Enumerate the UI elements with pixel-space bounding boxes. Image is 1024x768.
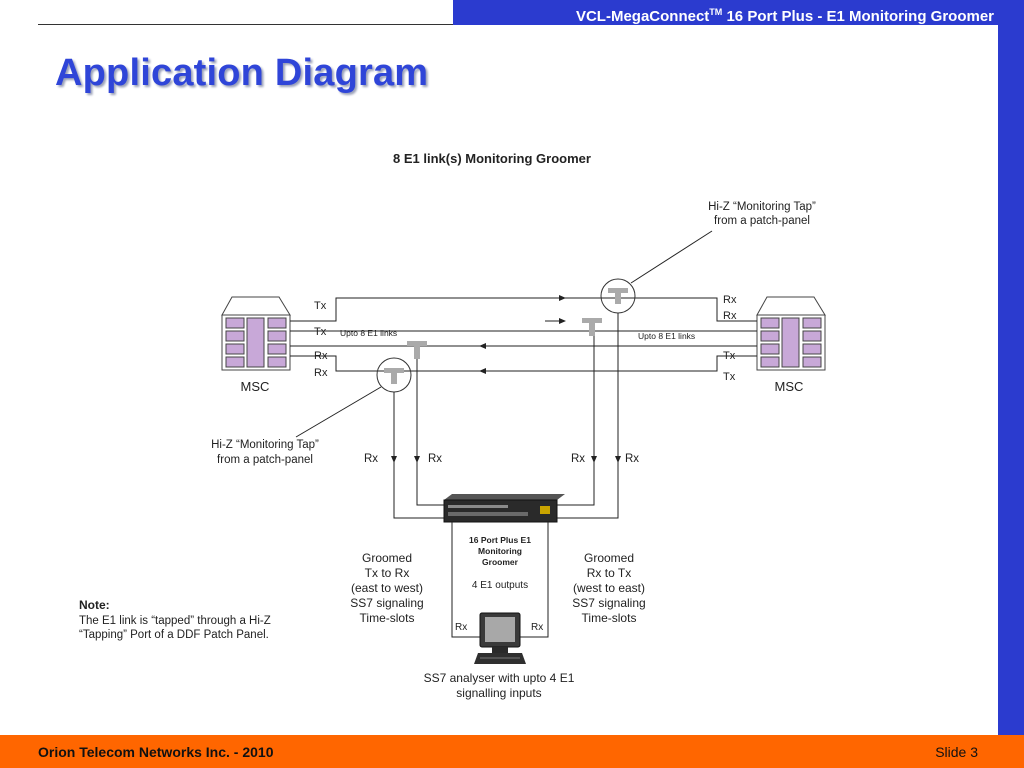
drop-arrows: [391, 450, 621, 463]
left-port-3-label: Rx: [314, 350, 328, 362]
slide-number: Slide 3: [935, 744, 978, 760]
groomer-label-line2: Monitoring: [478, 546, 522, 556]
groomed-left-line5: Time-slots: [360, 611, 415, 625]
footer-bar: Orion Telecom Networks Inc. - 2010 Slide…: [0, 735, 1024, 768]
note-title: Note:: [79, 598, 110, 612]
groomed-right-line5: Time-slots: [582, 611, 637, 625]
groomer-label-line1: 16 Port Plus E1: [469, 535, 531, 545]
groomed-right-line2: Rx to Tx: [587, 566, 631, 580]
page-title: Application Diagram: [55, 52, 429, 94]
left-port-1-label: Tx: [314, 300, 327, 312]
msc-left-icon: [221, 296, 291, 371]
header-bar: VCL-MegaConnectTM 16 Port Plus - E1 Moni…: [453, 0, 998, 25]
tap-label-right-line2: from a patch-panel: [714, 215, 810, 227]
header-rule: [38, 24, 453, 25]
analyser-monitor-icon: [474, 612, 526, 664]
output-lines: [451, 522, 549, 638]
tap-label-left-line1: Hi-Z “Monitoring Tap”: [211, 439, 319, 451]
groomed-left-line2: Tx to Rx: [365, 566, 410, 580]
upto-links-left: Upto 8 E1 links: [340, 328, 397, 338]
e1-link-lines: [290, 297, 757, 372]
tap-connectors: [376, 278, 636, 393]
drop-label-3: Rx: [571, 453, 585, 465]
analyser-rx-left: Rx: [455, 622, 467, 633]
left-port-2-label: Tx: [314, 326, 327, 338]
analyser-label-line1: SS7 analyser with upto 4 E1: [424, 671, 575, 685]
tap-label-left-line2: from a patch-panel: [217, 454, 313, 466]
note-line2: “Tapping” Port of a DDF Patch Panel.: [79, 629, 269, 641]
groomed-left-line1: Groomed: [362, 551, 412, 565]
analyser-label-line2: signalling inputs: [456, 686, 541, 700]
header-title: VCL-MegaConnect: [575, 8, 710, 25]
outputs-label: 4 E1 outputs: [472, 580, 528, 591]
right-port-3-label: Tx: [723, 350, 736, 362]
groomed-right-line4: SS7 signaling: [572, 596, 645, 610]
right-port-4-label: Tx: [723, 371, 736, 383]
drop-label-2: Rx: [428, 453, 442, 465]
analyser-rx-right: Rx: [531, 622, 543, 633]
groomed-left-line4: SS7 signaling: [350, 596, 423, 610]
msc-right-icon: [756, 296, 826, 371]
tap-label-right-line1: Hi-Z “Monitoring Tap”: [708, 201, 816, 213]
right-port-1-label: Rx: [723, 294, 737, 306]
diagram-title: 8 E1 link(s) Monitoring Groomer: [393, 151, 591, 166]
drop-label-1: Rx: [364, 453, 378, 465]
left-port-4-label: Rx: [314, 367, 328, 379]
side-bar: [998, 0, 1024, 735]
footer-company: Orion Telecom Networks Inc. - 2010: [38, 744, 274, 760]
tap-callout-lines: [295, 230, 713, 438]
drop-label-4: Rx: [625, 453, 639, 465]
groomed-right-line1: Groomed: [584, 551, 634, 565]
note-line1: The E1 link is “tapped” through a Hi-Z: [79, 615, 271, 627]
groomed-left-line3: (east to west): [351, 581, 423, 595]
drop-lines: [393, 313, 619, 519]
groomer-label-line3: Groomer: [482, 557, 519, 567]
header-subtitle: 16 Port Plus - E1 Monitoring Groomer: [722, 8, 994, 25]
groomer-device-icon: [443, 494, 565, 523]
upto-links-right: Upto 8 E1 links: [638, 331, 695, 341]
msc-right-label: MSC: [775, 379, 804, 394]
right-port-2-label: Rx: [723, 310, 737, 322]
msc-left-label: MSC: [241, 379, 270, 394]
trademark-mark: TM: [709, 7, 723, 17]
link-direction-arrows: [479, 295, 566, 374]
groomed-right-line3: (west to east): [573, 581, 645, 595]
